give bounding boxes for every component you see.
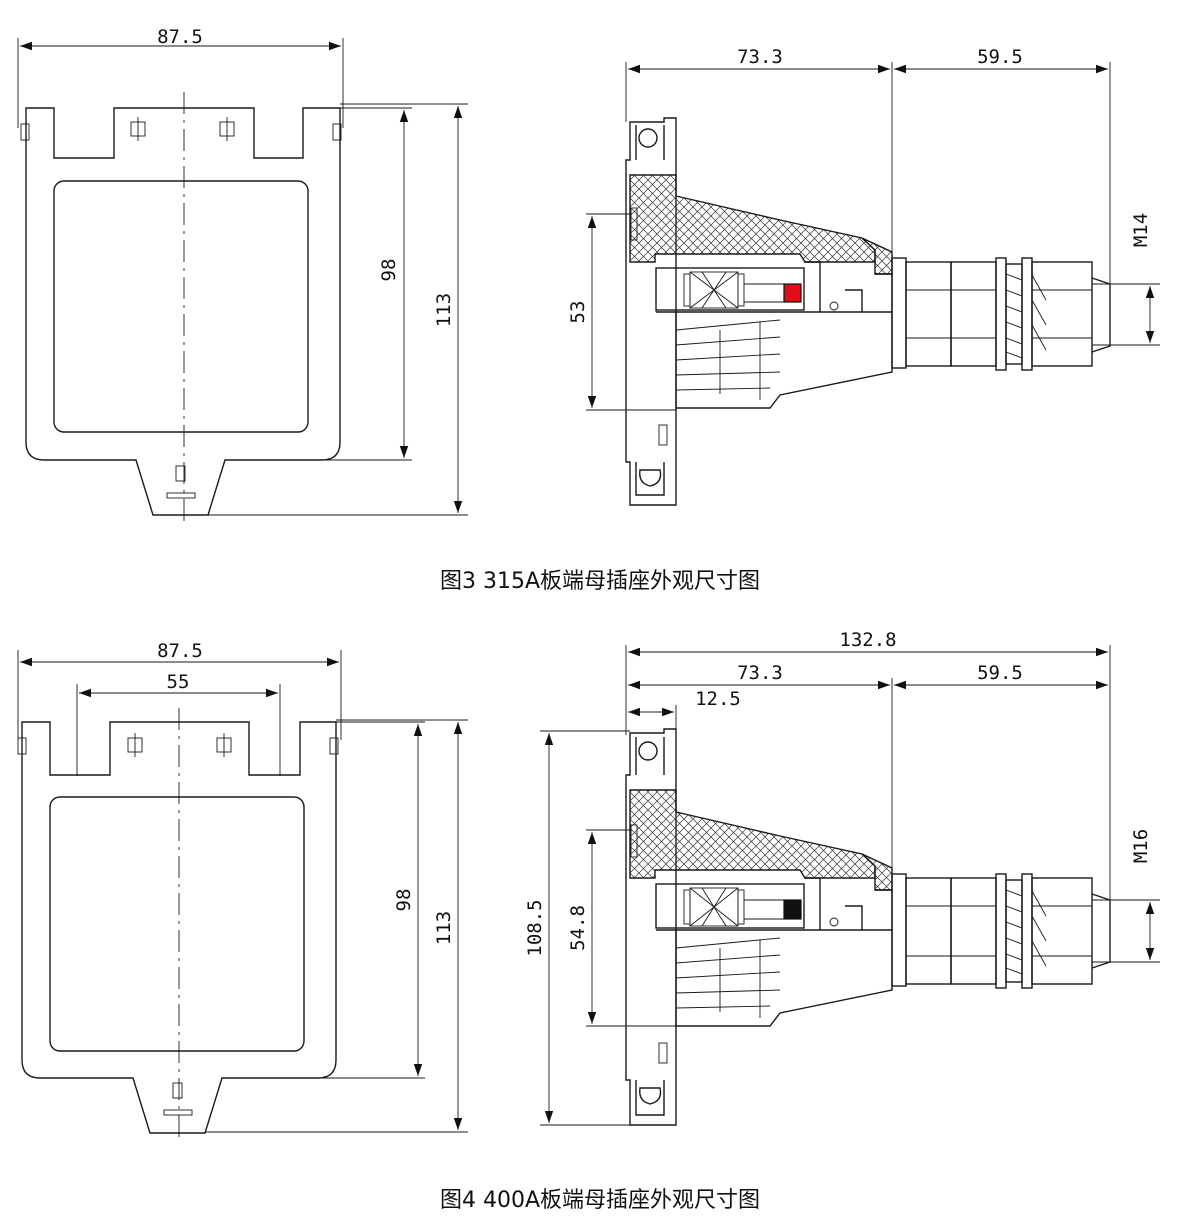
dim-side-right: 59.5 — [977, 46, 1023, 68]
dim-side-12-5: 12.5 — [695, 688, 741, 710]
dim-side-left: 73.3 — [737, 46, 783, 68]
side-view: 73.3 59.5 — [567, 46, 1160, 506]
indicator — [783, 283, 802, 303]
dim-thread: M16 — [1130, 829, 1152, 863]
dim-side-total: 132.8 — [839, 629, 896, 651]
dim-side-right: 59.5 — [977, 662, 1023, 684]
figure-4-caption: 图4 400A板端母插座外观尺寸图 — [439, 1188, 761, 1213]
dim-thread: M14 — [1130, 213, 1152, 247]
dim-front-113: 113 — [433, 293, 455, 327]
front-view: 87.5 98 113 — [17, 26, 468, 522]
dim-side-108-5: 108.5 — [524, 899, 546, 956]
figure-4-drawing: 87.5 55 98 113 132.8 73.3 59.5 — [17, 629, 1160, 1140]
figure-3-drawing: 87.5 98 113 73.3 59.5 — [17, 26, 1160, 522]
front-view: 87.5 55 98 113 — [17, 640, 468, 1140]
dim-front-width: 87.5 — [157, 26, 203, 48]
dim-front-width: 87.5 — [157, 640, 203, 662]
side-view: 132.8 73.3 59.5 12.5 — [524, 629, 1160, 1126]
dim-front-98: 98 — [378, 259, 400, 282]
figure-3-caption: 图3 315A板端母插座外观尺寸图 — [439, 569, 761, 594]
dim-side-54-8: 54.8 — [567, 905, 589, 951]
dim-side-53: 53 — [567, 301, 589, 324]
dim-front-98: 98 — [393, 889, 415, 912]
dim-front-55: 55 — [167, 671, 190, 693]
dim-front-113: 113 — [433, 911, 455, 945]
dim-side-left: 73.3 — [737, 662, 783, 684]
indicator — [783, 899, 802, 920]
